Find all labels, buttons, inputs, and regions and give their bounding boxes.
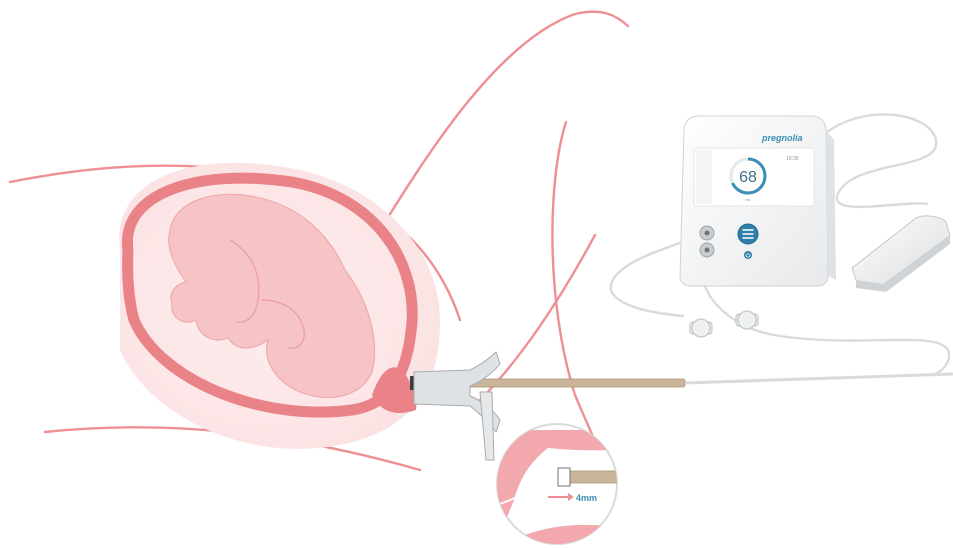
inset-probe-tip [558, 468, 570, 486]
foot-pedal[interactable] [852, 216, 950, 292]
tube-connectors [690, 311, 758, 337]
speculum-handle [480, 392, 494, 460]
probe-wire [685, 374, 953, 383]
magnified-inset: 4mm [490, 424, 636, 548]
measurement-label: 4mm [576, 493, 597, 503]
screen-sidebar [696, 150, 712, 204]
connector-knob-1 [692, 319, 710, 337]
power-button[interactable] [744, 251, 752, 259]
device: pregnolia 10:30 68 ms [680, 116, 836, 286]
hip-line [480, 235, 595, 400]
menu-button[interactable] [738, 224, 758, 244]
port-1-center [705, 231, 710, 236]
reading-value: 68 [739, 169, 757, 186]
back-line [385, 12, 628, 222]
reading-unit: ms [745, 197, 750, 202]
connector-knob-2 [738, 311, 756, 329]
device-brand: pregnolia [761, 133, 803, 143]
port-2-center [705, 248, 710, 253]
device-time: 10:30 [786, 156, 799, 162]
thigh-line [552, 122, 612, 470]
inset-probe [566, 471, 636, 483]
probe-assembly [410, 352, 953, 460]
